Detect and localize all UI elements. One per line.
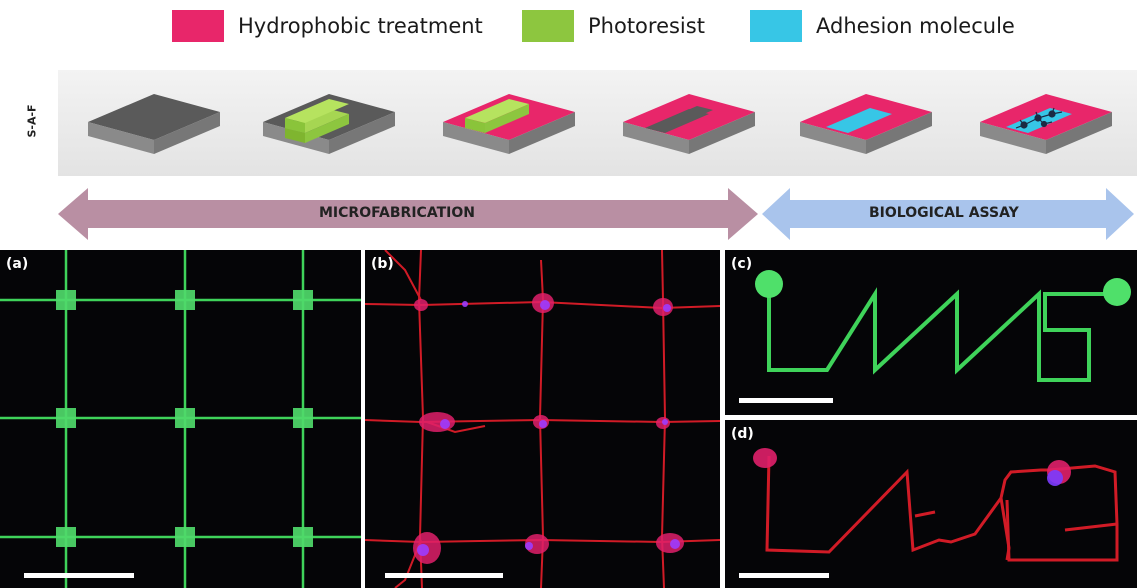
legend-label-hydrophobic: Hydrophobic treatment (238, 14, 483, 38)
legend-item-hydrophobic: Hydrophobic treatment (172, 8, 483, 44)
panel-b-scalebar (385, 573, 503, 578)
legend: Hydrophobic treatment Photoresist Adhesi… (0, 8, 1137, 44)
panel-a-label: (a) (6, 256, 29, 272)
zigzag-pattern-image (755, 270, 1131, 382)
legend-swatch-photoresist (522, 10, 574, 42)
biological-assay-label: BIOLOGICAL ASSAY (869, 205, 1019, 221)
step-bare-substrate (88, 94, 220, 154)
microfabrication-label: MICROFABRICATION (319, 205, 475, 221)
process-strip (58, 70, 1137, 176)
panel-b-label: (b) (371, 256, 394, 272)
panel-a-scalebar (24, 573, 134, 578)
panel-d: (d) (725, 420, 1137, 588)
legend-swatch-adhesion (750, 10, 802, 42)
step-adhesion-molecule-added (800, 94, 932, 154)
legend-item-photoresist: Photoresist (522, 8, 705, 44)
panel-d-label: (d) (731, 426, 754, 442)
microfabrication-arrow (58, 188, 758, 240)
process-steps (88, 94, 1112, 154)
panel-b: (b) (365, 250, 720, 588)
seeded-cells (1015, 107, 1063, 129)
step-hydrophobic-treated (443, 94, 575, 154)
legend-label-photoresist: Photoresist (588, 14, 705, 38)
panel-c-label: (c) (731, 256, 753, 272)
legend-label-adhesion: Adhesion molecule (816, 14, 1015, 38)
neuron-grid-image (365, 250, 720, 588)
biological-assay-arrow (762, 188, 1134, 240)
panel-c-scalebar (739, 398, 833, 403)
step-cells-seeded (980, 94, 1112, 154)
panel-d-scalebar (739, 573, 829, 578)
grid-pattern-image (0, 250, 361, 588)
legend-item-adhesion: Adhesion molecule (750, 8, 1015, 44)
step-photoresist-removed (623, 94, 755, 154)
panel-a: (a) (0, 250, 361, 588)
process-row-label: S-A-F (25, 104, 39, 138)
panel-c: (c) (725, 250, 1137, 415)
legend-swatch-hydrophobic (172, 10, 224, 42)
neuron-zigzag-image (753, 448, 1119, 562)
step-photoresist-patterned (263, 94, 395, 154)
